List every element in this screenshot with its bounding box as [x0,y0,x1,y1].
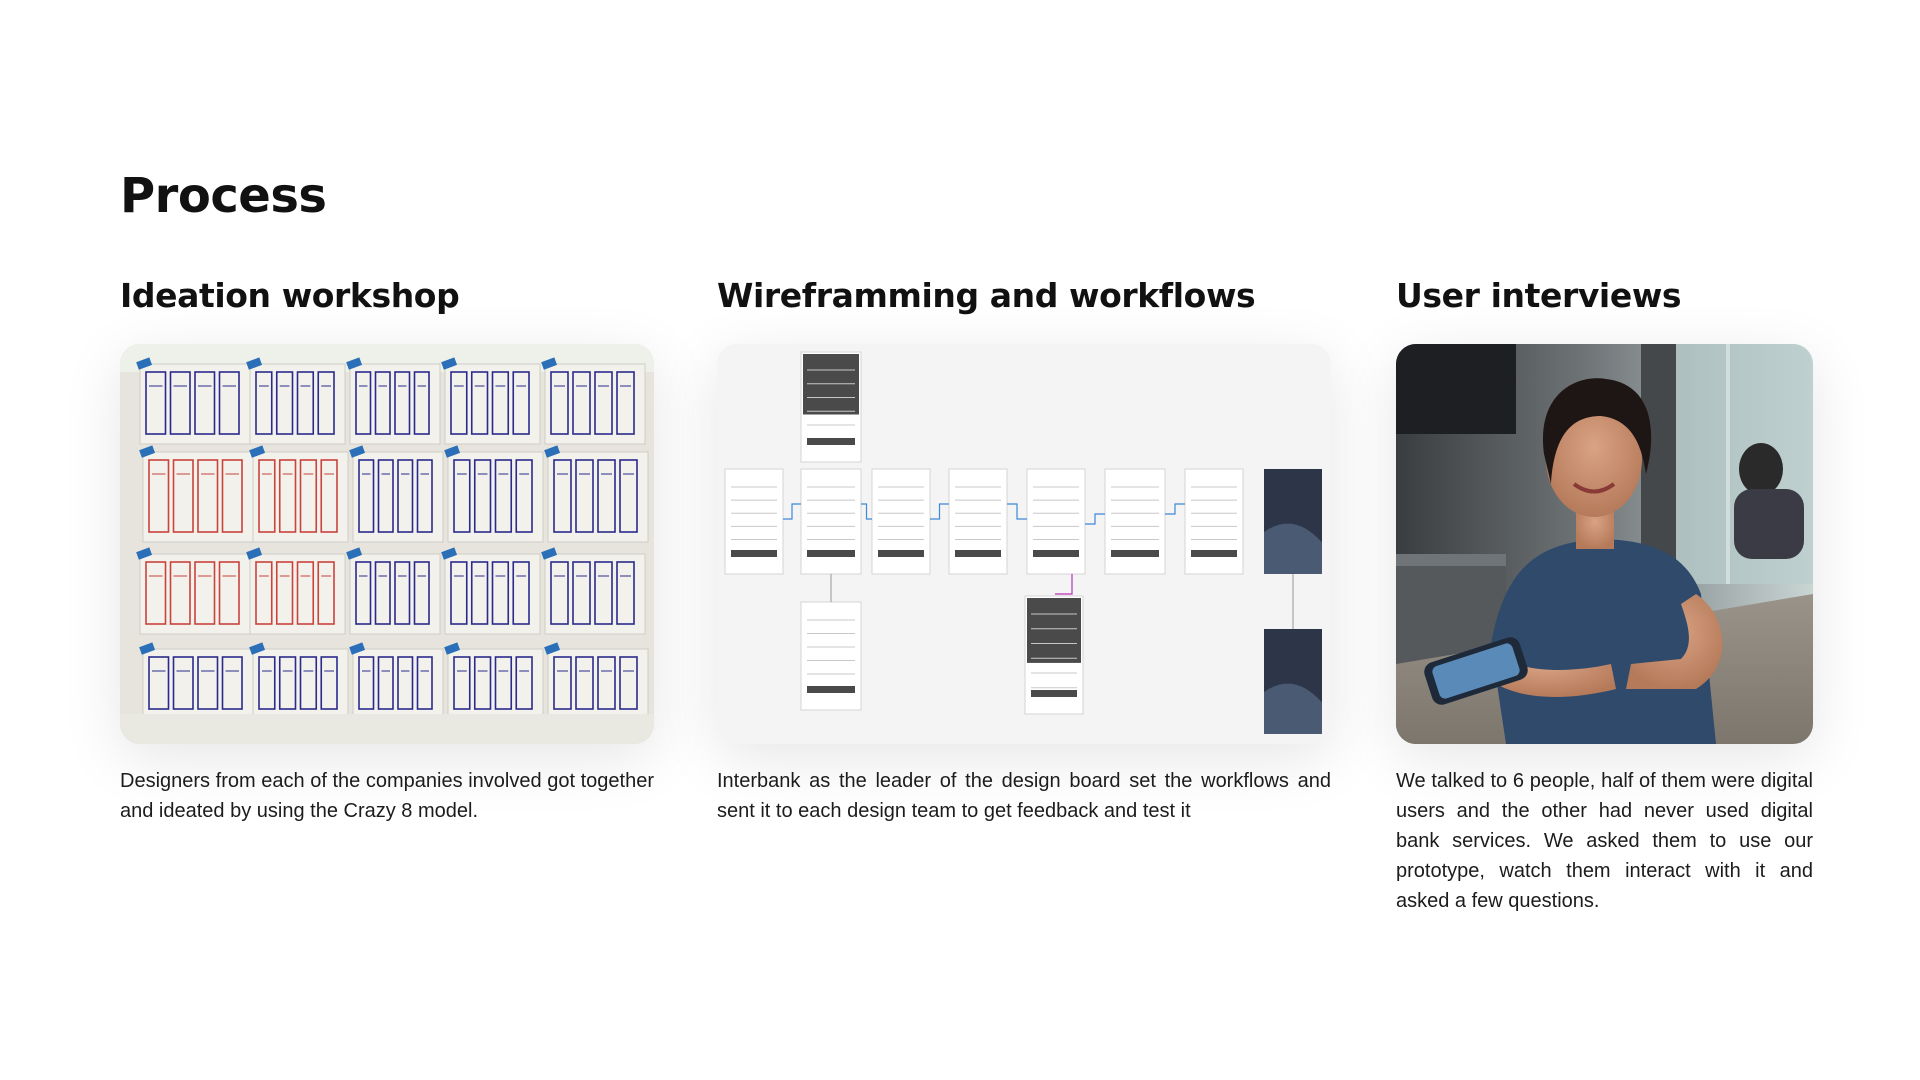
section-heading: User interviews [1396,276,1682,315]
section-description: We talked to 6 people, half of them were… [1396,770,1813,912]
sketch-wall-image [120,344,654,744]
section-description: Designers from each of the companies inv… [120,770,654,822]
section-user-interviews: User interviews [1396,272,1813,912]
section-wireframing-workflows: Wireframming and workflows Interbank as … [717,272,1331,822]
section-ideation-workshop: Ideation workshop Designers from each of… [120,272,654,822]
wireframe-flow-diagram [717,344,1331,744]
section-heading: Ideation workshop [120,276,460,315]
page-title: Process [120,168,327,224]
section-heading: Wireframming and workflows [717,276,1256,315]
sketch-wall-photo [120,344,654,744]
user-interview-photo [1396,344,1813,744]
wireframe-flow-image [717,344,1331,744]
user-interview-image [1396,344,1813,744]
section-description: Interbank as the leader of the design bo… [717,770,1331,822]
